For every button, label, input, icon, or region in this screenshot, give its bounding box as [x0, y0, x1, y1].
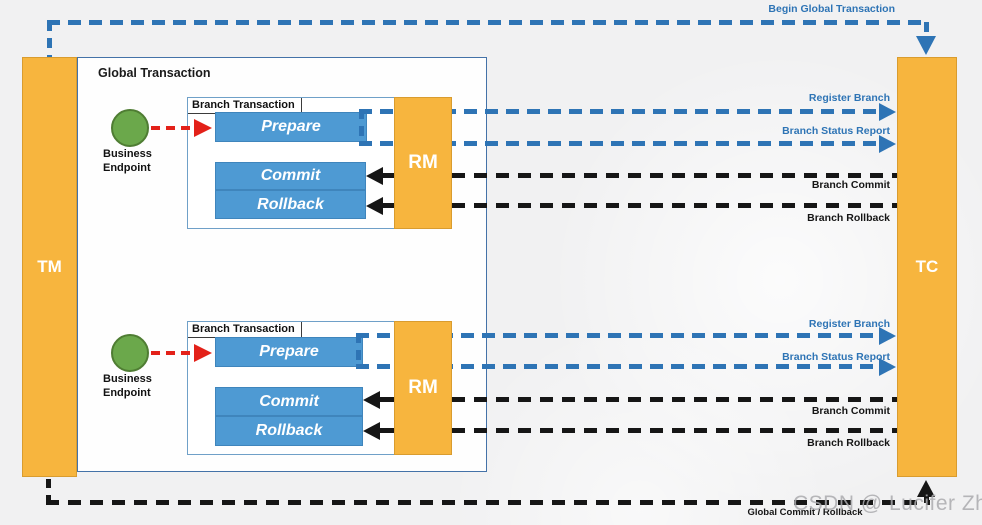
rm-node: RM [394, 321, 452, 455]
invoke-arrowhead-icon [194, 344, 212, 362]
branch-commit-arrowhead-icon [363, 391, 380, 409]
branch-transaction-label: Branch Transaction [188, 322, 302, 338]
branch-status-report-label: Branch Status Report [782, 351, 890, 363]
tc-node: TC [897, 57, 957, 477]
branch-commit-arrow-shaft [378, 397, 394, 402]
business-endpoint-circle [111, 334, 149, 372]
branch-rollback-arrowhead-icon [363, 422, 380, 440]
invoke-line [151, 126, 197, 130]
branch-rollback-label: Branch Rollback [807, 212, 890, 224]
branch-rollback-label: Branch Rollback [807, 437, 890, 449]
branch-status-report-label: Branch Status Report [782, 125, 890, 137]
commit-box: Commit [215, 387, 363, 416]
branch-commit-line [452, 397, 897, 402]
begin-global-transaction-label: Begin Global Transaction [768, 3, 895, 15]
prepare-box: Prepare [215, 337, 363, 367]
branch-status-arrowhead-icon [879, 135, 896, 153]
prepare-bracket-line [359, 109, 364, 146]
begin-global-arrowhead-icon [916, 36, 936, 55]
commit-box: Commit [215, 162, 366, 190]
business-endpoint-circle [111, 109, 149, 147]
prepare-box: Prepare [215, 112, 367, 142]
begin-global-line [47, 20, 929, 25]
branch-rollback-arrow-shaft [378, 428, 394, 433]
begin-global-line-left [47, 21, 52, 57]
branch-commit-arrowhead-icon [366, 167, 383, 185]
register-branch-arrowhead-icon [879, 103, 896, 121]
invoke-arrowhead-icon [194, 119, 212, 137]
rollback-box: Rollback [215, 416, 363, 446]
invoke-line [151, 351, 197, 355]
branch-commit-arrow-shaft [381, 173, 394, 178]
branch-commit-line [452, 173, 897, 178]
rm-node: RM [394, 97, 452, 229]
register-branch-label: Register Branch [808, 92, 890, 104]
branch-commit-label: Branch Commit [811, 405, 890, 417]
branch-rollback-line [452, 428, 897, 433]
branch-commit-label: Branch Commit [811, 179, 890, 191]
branch-rollback-line [452, 203, 897, 208]
csdn-watermark: CSDN @ Lucifer Zhao [793, 492, 982, 515]
business-endpoint-label: Business Endpoint [103, 148, 152, 175]
global-commit-line-left [46, 479, 51, 503]
branch-rollback-arrowhead-icon [366, 197, 383, 215]
branch-rollback-arrow-shaft [381, 203, 394, 208]
rollback-box: Rollback [215, 190, 366, 219]
begin-global-line-right [924, 22, 929, 37]
global-transaction-label: Global Transaction [98, 66, 211, 80]
register-branch-label: Register Branch [808, 318, 890, 330]
prepare-bracket-line [356, 333, 361, 369]
tm-node: TM [22, 57, 77, 477]
business-endpoint-label: Business Endpoint [103, 373, 152, 400]
